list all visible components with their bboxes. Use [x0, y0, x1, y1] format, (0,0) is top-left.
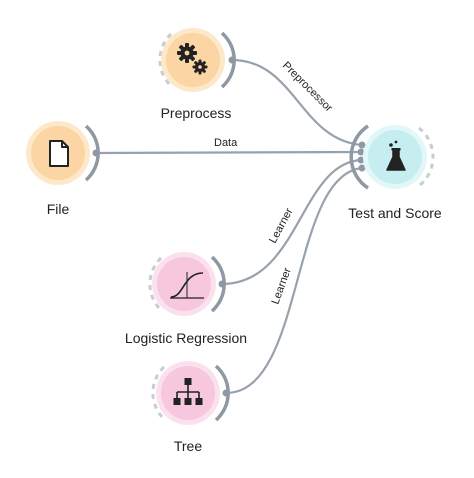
flask-icon [386, 140, 406, 171]
input-anchor-dashed [148, 256, 163, 312]
link-preprocessor[interactable] [231, 58, 363, 147]
input-anchor-dot-3[interactable] [357, 156, 365, 164]
widget-preprocess[interactable]: Preprocess [158, 28, 236, 121]
link-label-learner-logistic: Learner [267, 206, 296, 245]
output-anchor-dashed [418, 126, 435, 188]
widget-label-tree: Tree [174, 438, 202, 454]
document-icon [49, 140, 69, 167]
link-learner-logistic[interactable] [221, 158, 363, 286]
widget-label-file: File [47, 201, 70, 217]
link-data[interactable] [95, 150, 363, 155]
input-anchor-dashed [151, 365, 166, 421]
output-anchor-dot[interactable] [218, 280, 226, 288]
output-anchor-dot[interactable] [228, 56, 236, 64]
gears-icon [177, 43, 208, 75]
widget-label-test-and-score: Test and Score [348, 205, 442, 221]
widget-tree[interactable]: Tree [151, 361, 230, 454]
sigmoid-curve-icon [170, 272, 204, 299]
link-learner-tree[interactable] [225, 166, 363, 395]
widget-label-preprocess: Preprocess [161, 105, 232, 121]
output-anchor-dot[interactable] [222, 389, 230, 397]
widget-label-logistic-regression: Logistic Regression [125, 330, 247, 346]
link-label-learner-tree: Learner [270, 266, 294, 306]
widget-test-and-score[interactable]: Test and Score [348, 124, 442, 221]
output-anchor-dot[interactable] [92, 149, 100, 157]
hierarchy-icon [173, 378, 203, 405]
input-anchor-dot-4[interactable] [358, 164, 366, 172]
input-anchor-dot-1[interactable] [358, 141, 366, 149]
links-layer [95, 58, 363, 395]
widget-file[interactable]: File [26, 121, 100, 217]
link-label-preprocessor: Preprocessor [280, 60, 335, 115]
link-label-data: Data [214, 137, 238, 149]
input-anchor[interactable] [349, 124, 369, 190]
widget-logistic-regression[interactable]: Logistic Regression [125, 252, 247, 346]
input-anchor-dot-2[interactable] [357, 148, 365, 156]
input-anchor-dashed [158, 32, 173, 88]
